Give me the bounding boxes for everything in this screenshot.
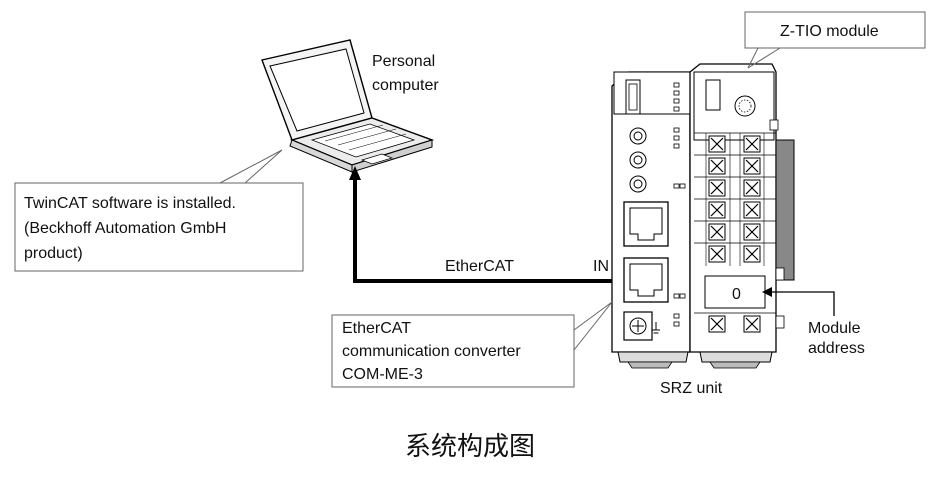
converter-line2: communication converter	[342, 343, 521, 360]
module-address-pointer	[762, 287, 835, 316]
terminal-screw	[743, 315, 761, 333]
pc-label-line2: computer	[372, 77, 439, 94]
z-tio-label: Z-TIO module	[780, 23, 879, 40]
laptop-icon	[261, 39, 435, 173]
module-address-line2: address	[808, 340, 865, 357]
rj45-port-out	[623, 201, 669, 247]
terminal-screw	[708, 135, 726, 153]
pc-label-line1: Personal	[372, 53, 435, 70]
terminal-screw	[743, 223, 761, 241]
terminal-screw	[743, 179, 761, 197]
twincat-line3: product)	[24, 245, 83, 262]
diagram-caption: 系统构成图	[405, 432, 535, 462]
converter-line1: EtherCAT	[342, 320, 411, 337]
twincat-callout: TwinCAT software is installed. (Beckhoff…	[14, 149, 304, 272]
converter-callout: EtherCAT communication converter COM-ME-…	[331, 301, 613, 388]
z-tio-callout: Z-TIO module	[744, 11, 926, 69]
module-address-line1: Module	[808, 320, 861, 337]
terminal-screw	[743, 245, 761, 263]
in-port-label: IN	[593, 258, 609, 275]
module-address-value: 0	[732, 286, 741, 303]
terminal-screw	[708, 157, 726, 175]
terminal-screw	[743, 157, 761, 175]
ground-terminal	[623, 311, 660, 341]
terminal-screw	[743, 201, 761, 219]
terminal-screw	[708, 201, 726, 219]
rj45-port-in	[623, 257, 669, 303]
twincat-line2: (Beckhoff Automation GmbH	[24, 220, 226, 237]
terminal-screw	[708, 315, 726, 333]
converter-line3: COM-ME-3	[342, 366, 423, 383]
terminal-screw	[708, 223, 726, 241]
terminal-blocks	[694, 132, 776, 333]
ethercat-cable	[349, 166, 625, 283]
terminal-screw	[743, 135, 761, 153]
terminal-screw	[708, 245, 726, 263]
rotary-switches	[629, 127, 647, 193]
twincat-line1: TwinCAT software is installed.	[24, 195, 236, 212]
srz-unit-label: SRZ unit	[660, 380, 723, 397]
terminal-screw	[708, 179, 726, 197]
z-tio-module	[689, 63, 795, 369]
ethercat-label: EtherCAT	[445, 258, 514, 275]
com-me-3-converter	[611, 71, 691, 369]
